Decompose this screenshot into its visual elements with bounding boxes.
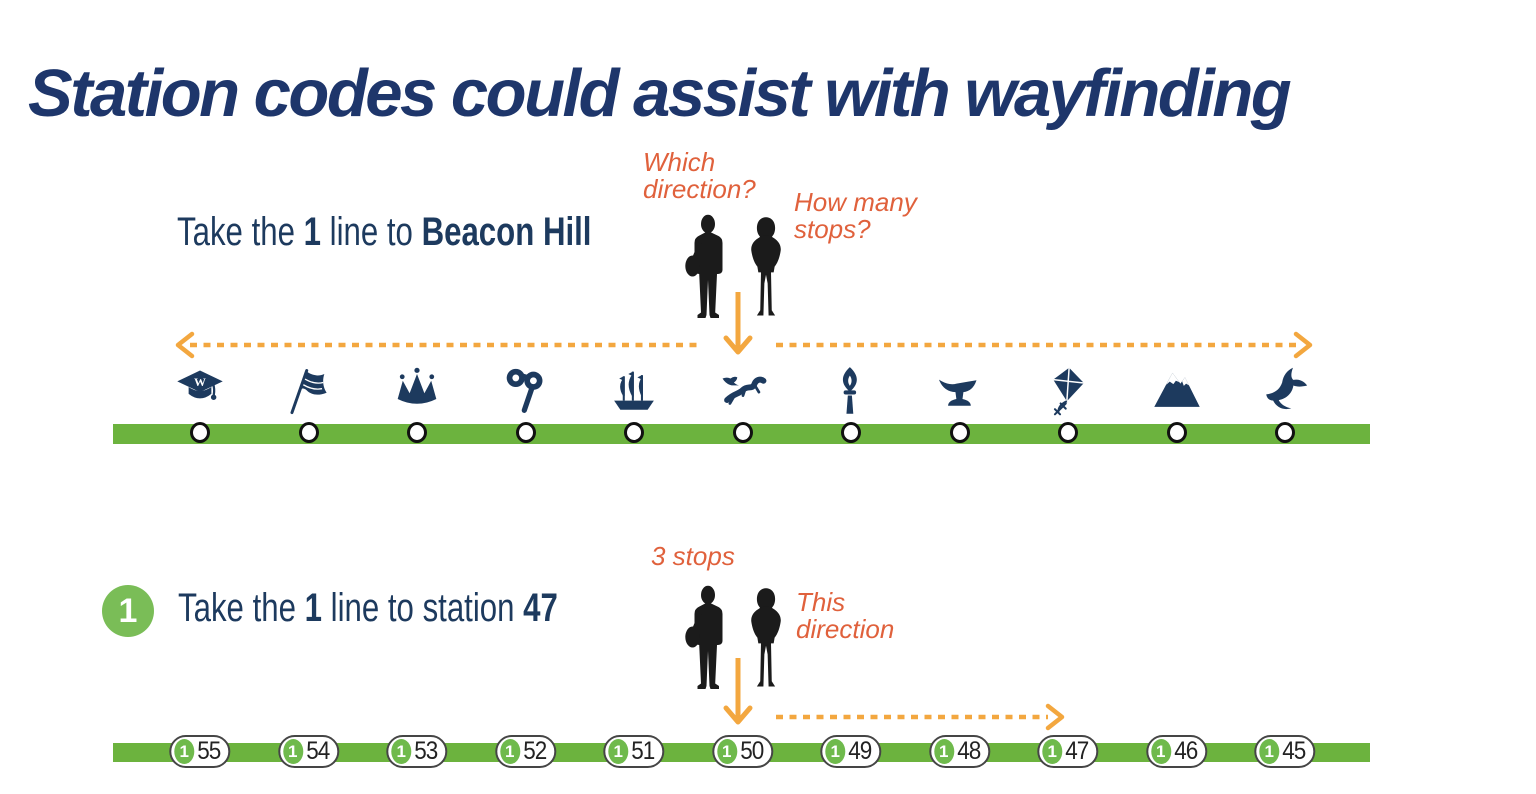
- instruction-prefix: Take the: [178, 586, 305, 630]
- station-binoculars: [501, 366, 551, 443]
- kite-icon: [1052, 366, 1085, 416]
- line-1-badge: 1: [391, 739, 412, 764]
- station-code-number: 53: [414, 737, 438, 765]
- instruction-middle: line to station: [321, 586, 524, 630]
- station-code-number: 46: [1173, 737, 1198, 765]
- bird-icon: [1266, 367, 1308, 410]
- station-ship: [609, 366, 659, 443]
- binoculars-icon: [501, 366, 551, 416]
- station-marker-dot: [298, 422, 319, 443]
- flag-icon: [289, 369, 328, 415]
- dragon-icon: [718, 366, 768, 416]
- line-1-badge: 1: [282, 739, 303, 764]
- station-marker-dot: [1058, 422, 1078, 443]
- station-marker-dot: [515, 422, 536, 443]
- station-marker-dot: [841, 422, 861, 443]
- station-flag: [284, 366, 334, 443]
- torch-icon: [842, 367, 857, 414]
- station-code-number: 52: [522, 737, 547, 765]
- station-marker-dot: [732, 422, 753, 443]
- station-anvil: [935, 366, 985, 443]
- station-code-number: 45: [1282, 737, 1306, 765]
- station-code-number: 55: [197, 737, 221, 765]
- ship-icon: [613, 370, 655, 411]
- dashed-arrow-direction-icon: [776, 703, 1065, 731]
- station-code-number: 47: [1065, 737, 1089, 765]
- question-how-many-stops: How many stops?: [794, 187, 917, 244]
- instruction-prefix: Take the: [177, 210, 304, 254]
- step-1-badge: 1: [102, 585, 154, 637]
- line-1-badge: 1: [716, 739, 737, 764]
- dashed-arrow-left-icon: [175, 331, 700, 359]
- station-marker-dot: [1166, 422, 1187, 443]
- line-1-badge: 1: [1150, 739, 1171, 764]
- station-graduation-cap-w: [175, 366, 225, 443]
- line-1-badge: 1: [933, 739, 954, 764]
- station-code-number: 50: [739, 737, 764, 765]
- station-crown: [392, 366, 442, 443]
- line-number: 1: [304, 586, 322, 630]
- station-code-number: 51: [631, 737, 655, 765]
- line-1-badge: 1: [825, 739, 846, 764]
- instruction-beacon-hill: Take the 1 line to Beacon Hill: [177, 210, 591, 255]
- line-1-badge: 1: [1042, 739, 1063, 764]
- label-this-direction: This direction: [796, 587, 895, 644]
- destination-name: Beacon Hill: [421, 210, 592, 254]
- line-1-badge: 1: [499, 739, 520, 764]
- crown-icon: [397, 367, 437, 404]
- line-1-badge: 1: [174, 739, 195, 764]
- down-arrow-bottom: [723, 658, 753, 725]
- station-mountain: [1152, 366, 1202, 443]
- station-code-number: 54: [305, 737, 330, 765]
- station-torch: [826, 366, 876, 443]
- instruction-station-47: Take the 1 line to station 47: [178, 586, 558, 631]
- station-bird: [1260, 366, 1310, 443]
- station-marker-dot: [949, 422, 970, 443]
- line-1-badge: 1: [608, 739, 629, 764]
- station-dragon: [718, 366, 768, 443]
- station-code-number: 49: [848, 737, 872, 765]
- line-1-badge: 1: [1259, 739, 1280, 764]
- graduation-cap-w-icon: [176, 369, 224, 402]
- station-marker-dot: [624, 422, 644, 443]
- station-code-number: 48: [956, 737, 981, 765]
- down-arrow-top: [723, 292, 753, 355]
- question-which-direction: Which direction?: [643, 147, 756, 204]
- target-station-code: 47: [523, 586, 558, 630]
- station-kite: [1043, 366, 1093, 443]
- page-title: Station codes could assist with wayfindi…: [28, 55, 1292, 131]
- mountain-icon: [1153, 372, 1200, 407]
- station-marker-dot: [1275, 422, 1295, 443]
- instruction-middle: line to: [320, 210, 422, 254]
- anvil-icon: [938, 379, 976, 406]
- dashed-arrow-right-icon: [776, 331, 1313, 359]
- station-marker-dot: [190, 422, 210, 443]
- station-marker-dot: [407, 422, 427, 443]
- line-number: 1: [303, 210, 321, 254]
- label-3-stops: 3 stops: [651, 541, 735, 571]
